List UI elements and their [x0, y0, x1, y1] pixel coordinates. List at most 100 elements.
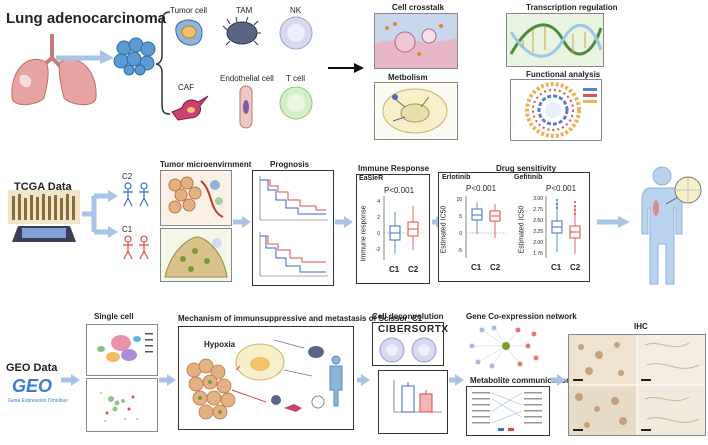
immune-tick: -2	[376, 247, 381, 253]
cibersort-logo: CIBERSORTX	[378, 324, 449, 335]
erlotinib-x2: C2	[490, 263, 501, 272]
km-plot-bottom	[259, 232, 328, 277]
tme-panel-top	[160, 170, 232, 226]
label-transcription: Transcription regulation	[526, 3, 618, 12]
c1-people-icon	[123, 235, 149, 260]
tam-icon	[222, 16, 261, 46]
erlotinib-tick: -5	[458, 248, 463, 254]
gefitinib-boxplot: 3.00 2.75 2.50 2.25 2.00 1.75	[533, 196, 581, 258]
arrow-singlecell-mechanism	[159, 374, 176, 386]
label-tam: TAM	[236, 6, 253, 15]
label-immune-title: Immune Response	[358, 164, 430, 173]
arrow-network-ihc	[551, 374, 566, 386]
gefitinib-x2: C2	[570, 263, 581, 272]
cibersort-cells	[379, 337, 437, 363]
drug-box	[438, 172, 590, 282]
label-tumor-cell: Tumor cell	[170, 6, 208, 15]
crowd-data-illustration	[8, 190, 80, 242]
endothelial-cell-icon	[239, 85, 253, 129]
patient-silhouette	[641, 166, 702, 285]
arrow-tme-prognosis	[233, 216, 251, 228]
mechanism-illustration	[186, 339, 343, 420]
coexp-network	[469, 325, 539, 369]
erlotinib-pval: P<0.001	[466, 184, 497, 193]
label-tme: Tumor microenvirnment	[160, 160, 252, 169]
immune-tick: 2	[377, 215, 380, 221]
c2-people-icon	[123, 182, 149, 207]
caf-icon	[171, 95, 209, 121]
row3-title: GEO Data	[6, 362, 58, 374]
row1-title: Lung adenocarcinoma	[6, 10, 167, 27]
gefitinib-tick: 2.25	[533, 229, 543, 235]
functional-analysis-panel	[510, 79, 602, 141]
tme-panel-bottom	[160, 228, 232, 282]
gefitinib-tick: 2.75	[533, 207, 543, 213]
label-cell-crosstalk: Cell crosstalk	[392, 3, 445, 12]
gefitinib-tick: 2.00	[533, 240, 543, 246]
label-tcell: T cell	[286, 74, 305, 83]
immune-x2: C2	[408, 265, 419, 274]
immune-pval: P<0.001	[384, 186, 415, 195]
label-hypoxia: Hypoxia	[204, 340, 236, 349]
label-nk: NK	[290, 6, 302, 15]
metabolism-panel	[374, 82, 458, 140]
row2-title: TCGA Data	[14, 181, 72, 193]
label-metabolism: Metbolism	[388, 73, 428, 82]
erlotinib-tick: 5	[459, 214, 462, 220]
gefitinib-tick: 2.50	[533, 218, 543, 224]
single-cell-umap-top	[86, 324, 158, 376]
erlotinib-x1: C1	[471, 263, 482, 272]
label-functional: Functional analysis	[526, 70, 601, 79]
immune-tick: 0	[377, 231, 380, 237]
arrow-decon-network	[449, 374, 464, 386]
label-drug-title: Drug sensitivity	[496, 164, 557, 173]
single-cell-umap-bottom	[86, 378, 158, 432]
ihc-images	[568, 334, 706, 436]
label-single-cell: Single cell	[94, 312, 134, 321]
gefitinib-tick: 3.00	[533, 196, 543, 202]
arrow-mechanism-decon	[357, 374, 370, 386]
erlotinib-tick: 0	[459, 231, 462, 237]
label-mechanism: Mechanism of immunsuppressive and metast…	[178, 314, 423, 323]
gefitinib-name: Gefitinib	[514, 174, 543, 181]
arrow-lung-to-cluster	[56, 50, 114, 64]
erlotinib-ylabel: Estimated IC50	[440, 205, 448, 254]
label-caf: CAF	[178, 83, 194, 92]
arrow-prognosis-immune	[335, 216, 353, 228]
immune-boxplot: 4 2 0 -2	[376, 196, 424, 260]
erlotinib-name: Erlotinib	[442, 174, 471, 181]
geo-subtitle: Gene Expression Omnibus	[8, 398, 68, 404]
erlotinib-boxplot: 10 5 0 -5	[456, 196, 506, 258]
gefitinib-tick: 1.75	[533, 251, 543, 257]
cell-crosstalk-panel	[374, 13, 458, 69]
gefitinib-ylabel: Estimated IC50	[518, 205, 526, 254]
t-cell-icon	[279, 86, 313, 120]
nk-cell-icon	[279, 16, 313, 50]
transcription-panel	[506, 13, 604, 67]
bracket	[156, 11, 171, 115]
lungs-illustration	[11, 34, 97, 106]
gefitinib-x1: C1	[551, 263, 562, 272]
arrow-to-analysis	[328, 63, 364, 73]
prognosis-box	[252, 170, 334, 286]
immune-tick: 4	[377, 199, 380, 205]
label-metabolite: Metabolite communication	[470, 376, 571, 385]
label-c1: C1	[122, 225, 133, 234]
label-prognosis: Prognosis	[270, 160, 310, 169]
arrow-tcga-split	[82, 190, 118, 238]
gefitinib-pval: P<0.001	[546, 184, 577, 193]
label-c2: C2	[122, 172, 133, 181]
decon-barplot	[393, 380, 442, 413]
km-plot-top	[259, 176, 328, 221]
tumor-cell-icon	[175, 19, 203, 46]
immune-x1: C1	[389, 265, 400, 274]
label-ihc: IHC	[634, 322, 648, 331]
erlotinib-tick: 10	[456, 197, 462, 203]
arrow-geo-singlecell	[61, 374, 80, 386]
label-coexp: Gene Co-expression network	[466, 312, 577, 321]
cell-cluster-icon	[113, 37, 156, 76]
immune-ylabel: Immune response	[360, 205, 368, 262]
label-decon: Cell deconvolution	[372, 312, 444, 321]
immune-subtitle: EaSIeR	[359, 175, 384, 182]
metabolite-table	[472, 392, 542, 431]
